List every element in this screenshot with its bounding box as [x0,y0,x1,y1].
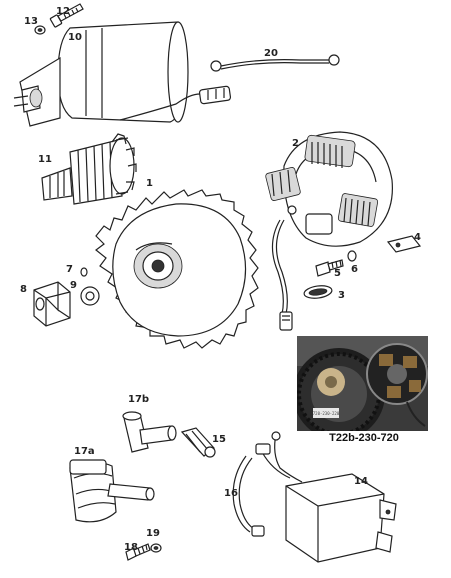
label-part-6: 6 [351,264,358,275]
label-part-13: 13 [24,16,38,27]
ground-wire-20 [210,54,340,72]
grommet-3 [303,285,333,299]
label-part-9: 9 [70,280,77,291]
label-part-17a: 17a [74,446,95,457]
label-part-2: 2 [292,138,299,149]
label-part-11: 11 [38,154,52,165]
starter-drive-gear-11 [41,133,137,205]
flywheel-stator-photo: 720-230-220 [297,336,428,431]
photo-sticker-text: 720-230-220 [313,411,340,416]
label-part-3: 3 [338,290,345,301]
flywheel-nut-and-washers-7-8-9 [33,267,100,327]
label-part-14: 14 [354,476,368,487]
wire-harness-16 [232,443,291,537]
flywheel-ring-gear-1 [95,189,259,349]
ignition-coil-17a [69,459,155,523]
screw-and-washer-12-13 [34,3,84,35]
label-part-1: 1 [146,178,153,189]
label-part-8: 8 [20,284,27,295]
cdi-unit-14 [271,431,397,563]
label-part-5: 5 [334,268,341,279]
label-part-17b: 17b [128,394,149,405]
label-part-16: 16 [224,488,238,499]
label-part-7: 7 [66,264,73,275]
starter-motor [13,21,232,127]
label-part-19: 19 [146,528,160,539]
spark-plug-cap-17b [122,411,177,453]
label-part-20: 20 [264,48,278,59]
stator-screw-5-and-washer-6 [315,250,357,277]
label-part-18: 18 [124,542,138,553]
label-part-4: 4 [414,232,421,243]
stator-plate-2 [265,131,393,331]
cable-end-15 [180,427,216,458]
bracket-4 [386,235,422,253]
label-part-10: 10 [68,32,82,43]
photo-rendering: 720-230-220 [297,336,428,431]
label-part-12: 12 [56,6,70,17]
photo-caption: T22b-230-720 [329,432,399,444]
label-part-15: 15 [212,434,226,445]
screw-18-and-washer-19 [125,543,162,561]
